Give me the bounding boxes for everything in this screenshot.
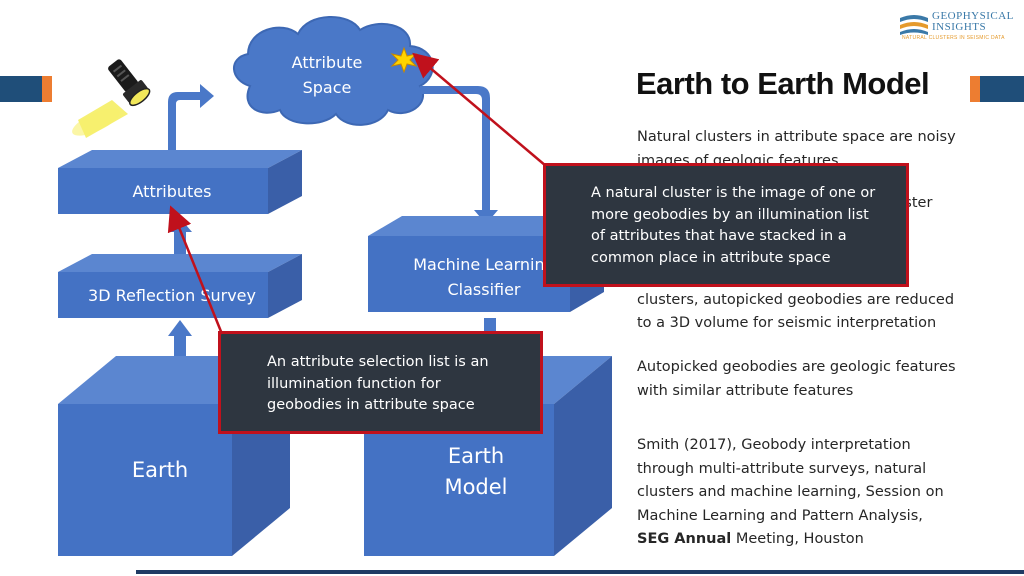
reference-line-3: clusters and machine learning, Session o… — [637, 484, 944, 500]
arrow-cloud-to-classifier — [420, 86, 498, 224]
attributes-label: Attributes — [133, 182, 212, 201]
bullet-4: Autopicked geobodies are geologic featur… — [637, 356, 987, 403]
model-label-line-2: Model — [444, 475, 507, 499]
callout-right-line-1: A natural cluster is the image of one or — [591, 185, 876, 201]
reference-citation: Smith (2017), Geobody interpretation thr… — [637, 434, 987, 552]
right-accent-bar-navy — [980, 76, 1024, 102]
classifier-label-line-1: Machine Learning — [413, 255, 555, 274]
bullet-1-line-1: Natural clusters in attribute space are … — [637, 129, 956, 145]
logo-line1: GEOPHYSICAL — [932, 10, 1014, 22]
bullet-4-line-1: Autopicked geobodies are geologic featur… — [637, 359, 956, 375]
cloud-label-line-1: Attribute — [292, 53, 363, 72]
callout-right-line-4: common place in attribute space — [591, 249, 831, 266]
model-label-line-1: Earth — [448, 444, 504, 468]
callout-left-line-2: illumination function for — [267, 375, 441, 392]
reflection-survey-box: 3D Reflection Survey — [58, 254, 302, 318]
left-accent-bar-orange — [42, 76, 52, 102]
bullet-3-line-3: to a 3D volume for seismic interpretatio… — [637, 315, 937, 331]
right-accent-bar-orange — [970, 76, 980, 102]
callout-left-line-1: An attribute selection list is an — [267, 354, 489, 370]
classifier-label-line-2: Classifier — [447, 280, 520, 299]
attribute-space-cloud: Attribute Space — [233, 16, 434, 126]
earth-cube: Earth — [58, 356, 290, 556]
reference-tail: Meeting, Houston — [731, 531, 864, 547]
attributes-box: Attributes — [58, 150, 302, 214]
geophysical-insights-logo: GEOPHYSICAL INSIGHTS NATURAL CLUSTERS IN… — [898, 10, 1016, 46]
callout-right-line-2: more geobodies by an illumination list — [591, 206, 869, 223]
callout-left-line-3: geobodies in attribute space — [267, 397, 475, 413]
natural-cluster-callout: A natural cluster is the image of one or… — [543, 163, 909, 287]
reference-line-2: through multi-attribute surveys, natural — [637, 460, 927, 477]
cloud-label-line-2: Space — [303, 78, 352, 97]
survey-label: 3D Reflection Survey — [88, 286, 256, 305]
bullet-4-line-2: with similar attribute features — [637, 382, 854, 399]
bullet-3-line-2: clusters, autopicked geobodies are reduc… — [637, 291, 955, 308]
logo-mark-icon — [900, 15, 928, 35]
attribute-selection-callout: An attribute selection list is an illumi… — [218, 331, 543, 434]
reference-line-5: SEG Annual Meeting, Houston — [637, 528, 987, 552]
arrow-survey-to-attributes — [168, 218, 192, 258]
reference-line-1: Smith (2017), Geobody interpretation — [637, 437, 911, 453]
logo-line2: INSIGHTS — [932, 21, 987, 33]
earth-label: Earth — [132, 458, 188, 482]
left-accent-bar-navy — [0, 76, 42, 102]
reference-bold: SEG Annual — [637, 531, 732, 547]
callout-right-line-3: of attributes that have stacked in a — [591, 228, 847, 244]
slide-title: Earth to Earth Model — [636, 66, 930, 101]
flashlight-icon — [72, 59, 151, 138]
bottom-rule — [136, 570, 1024, 574]
reference-line-4: Machine Learning and Pattern Analysis, — [637, 507, 923, 524]
logo-tagline: NATURAL CLUSTERS IN SEISMIC DATA — [902, 35, 1005, 41]
arrow-attributes-to-cloud — [168, 84, 214, 158]
